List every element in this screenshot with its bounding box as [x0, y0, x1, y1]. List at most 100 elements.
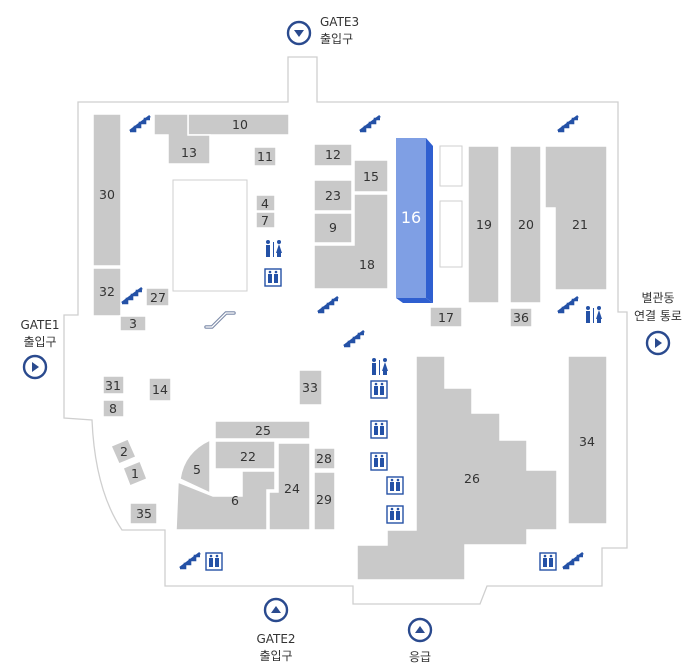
gate3-entrance[interactable]: GATE3 출입구: [286, 15, 359, 46]
restroom-icon[interactable]: [266, 240, 282, 257]
room-30[interactable]: 30: [92, 113, 122, 267]
room-22[interactable]: 22: [214, 440, 276, 470]
room-20[interactable]: 20: [509, 145, 542, 304]
annex-sublabel: 연결 통로: [634, 309, 682, 323]
room-16-highlighted[interactable]: 16: [396, 138, 433, 303]
stairs-icon[interactable]: [317, 295, 339, 314]
room-33-label: 33: [302, 380, 318, 395]
room-2[interactable]: 2: [110, 438, 137, 465]
stairs-icon[interactable]: [179, 551, 201, 570]
room-24[interactable]: 24: [268, 442, 311, 531]
restroom-icon[interactable]: [372, 358, 388, 375]
room-10[interactable]: 10: [187, 113, 290, 136]
room-32[interactable]: 32: [92, 267, 122, 317]
room-28[interactable]: 28: [313, 447, 336, 470]
gate2-sublabel: 출입구: [259, 649, 292, 663]
room-25-label: 25: [255, 423, 271, 438]
room-3-label: 3: [129, 316, 137, 331]
gate-arrow-icon[interactable]: [263, 597, 289, 623]
gate-arrow-icon[interactable]: [407, 617, 433, 643]
room-18[interactable]: 18: [313, 193, 389, 290]
room-14-label: 14: [152, 382, 168, 397]
room-15-label: 15: [363, 169, 379, 184]
elevator-icon[interactable]: [386, 505, 404, 524]
room-15[interactable]: 15: [353, 159, 389, 193]
room-9-label: 9: [329, 220, 337, 235]
room-32-label: 32: [99, 284, 115, 299]
stairs-icon[interactable]: [343, 329, 365, 348]
room-23-label: 23: [325, 188, 341, 203]
room-28-label: 28: [316, 451, 332, 466]
stairs-icon[interactable]: [129, 114, 151, 133]
room-12-label: 12: [325, 147, 341, 162]
annex-passage[interactable]: 별관동 연결 통로: [634, 291, 682, 356]
room-4-label: 4: [261, 196, 269, 211]
room-22-label: 22: [240, 449, 256, 464]
elevator-icon[interactable]: [264, 268, 282, 287]
elevator-icon[interactable]: [370, 420, 388, 439]
elevator-icon[interactable]: [370, 452, 388, 471]
elevator-icon[interactable]: [370, 380, 388, 399]
room-29-label: 29: [316, 492, 332, 507]
elevator-icon[interactable]: [539, 552, 557, 571]
gate-arrow-icon[interactable]: [286, 20, 312, 46]
room-13[interactable]: 13: [153, 113, 211, 165]
room-35[interactable]: 35: [129, 502, 158, 525]
stairs-icon[interactable]: [557, 114, 579, 133]
room-12[interactable]: 12: [313, 143, 353, 167]
room-11[interactable]: 11: [253, 146, 277, 167]
room-5-label: 5: [193, 462, 201, 477]
room-8[interactable]: 8: [102, 399, 125, 418]
room-9[interactable]: 9: [313, 212, 353, 244]
room-6-label: 6: [231, 493, 239, 508]
elevator-icon[interactable]: [386, 476, 404, 495]
room-19-label: 19: [476, 217, 492, 232]
room-20-label: 20: [518, 217, 534, 232]
room-10-label: 10: [232, 117, 248, 132]
room-14[interactable]: 14: [148, 377, 172, 402]
room-26[interactable]: 26: [356, 355, 558, 581]
emergency-entrance[interactable]: 응급: [407, 617, 433, 663]
room-8-label: 8: [109, 401, 117, 416]
room-29[interactable]: 29: [313, 471, 336, 531]
room-7-label: 7: [261, 213, 269, 228]
stairs-icon[interactable]: [359, 114, 381, 133]
aux-box-1: [439, 145, 463, 187]
gate3-sublabel: 출입구: [320, 32, 353, 46]
room-31-label: 31: [105, 378, 121, 393]
room-4[interactable]: 4: [255, 194, 276, 212]
gate2-label: GATE2: [256, 632, 295, 646]
room-19[interactable]: 19: [467, 145, 500, 304]
room-34[interactable]: 34: [567, 355, 608, 525]
room-3[interactable]: 3: [119, 315, 147, 332]
room-5[interactable]: 5: [179, 438, 211, 495]
room-25[interactable]: 25: [214, 420, 311, 440]
room-31[interactable]: 31: [102, 375, 125, 395]
room-1[interactable]: 1: [122, 460, 148, 487]
elevator-icon[interactable]: [205, 552, 223, 571]
room-7[interactable]: 7: [255, 211, 276, 229]
gate-arrow-icon[interactable]: [22, 354, 48, 380]
gate1-entrance[interactable]: GATE1 출입구: [20, 318, 60, 380]
restroom-icon[interactable]: [586, 306, 602, 323]
room-6[interactable]: 6: [175, 470, 276, 531]
stairs-icon[interactable]: [557, 295, 579, 314]
room-13-label: 13: [181, 145, 197, 160]
room-18-label: 18: [359, 257, 375, 272]
room-27[interactable]: 27: [145, 287, 170, 307]
stairs-icon[interactable]: [562, 551, 584, 570]
room-17[interactable]: 17: [429, 306, 463, 328]
gate1-sublabel: 출입구: [23, 335, 56, 349]
escalator-icon: [204, 311, 236, 329]
room-11-label: 11: [257, 149, 273, 164]
gate2-entrance[interactable]: GATE2 출입구: [256, 597, 296, 663]
room-21[interactable]: 21: [544, 145, 608, 291]
room-36[interactable]: 36: [509, 307, 533, 328]
room-33[interactable]: 33: [298, 369, 323, 406]
room-27-label: 27: [150, 290, 166, 305]
gate-arrow-icon[interactable]: [645, 330, 671, 356]
room-34-label: 34: [579, 434, 595, 449]
room-23[interactable]: 23: [313, 179, 353, 212]
stairs-icon[interactable]: [121, 286, 143, 305]
